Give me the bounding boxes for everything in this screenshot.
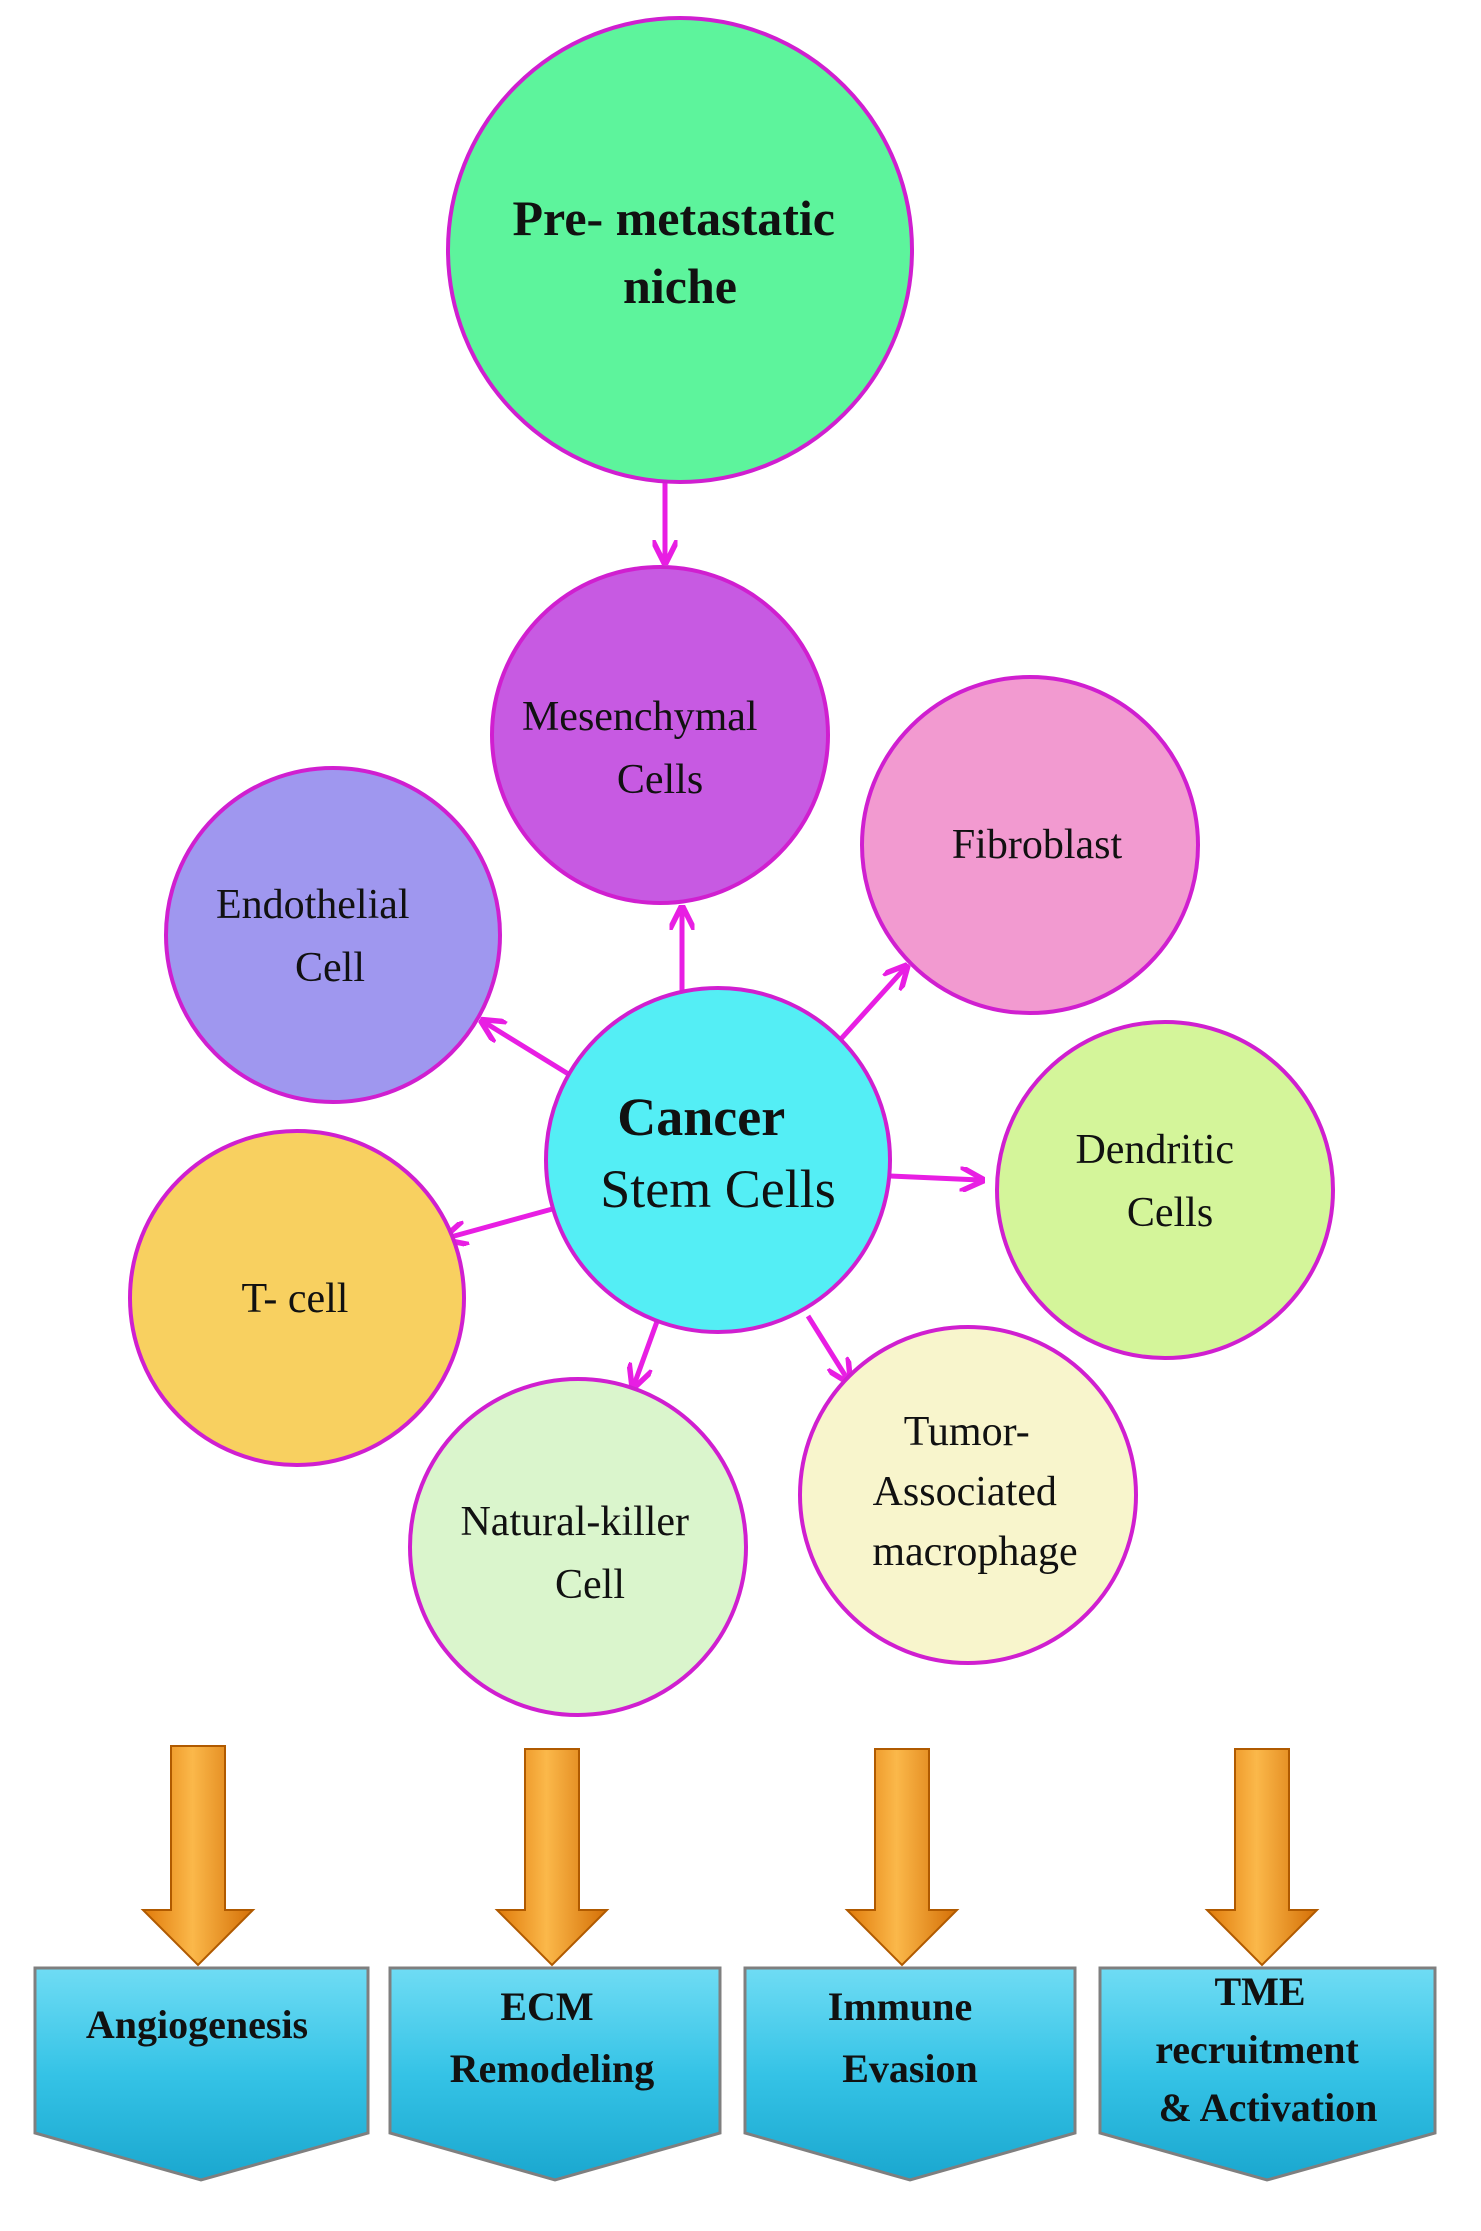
node-dendritic-cells: Dendritic Cells [995, 1020, 1335, 1360]
node-circle [860, 675, 1200, 1015]
node-circle [798, 1325, 1138, 1665]
node-t-cell: T- cell [128, 1129, 466, 1467]
outcome-label-angiogenesis: Angiogenesis [86, 2002, 308, 2047]
node-label: Pre- metastatic niche [512, 190, 847, 314]
node-label: Endothelial Cell [216, 882, 420, 991]
node-mesenchymal-cells: Mesenchymal Cells [490, 565, 830, 905]
node-label: Dendritic Cells [1075, 1127, 1244, 1236]
down-arrows [140, 1745, 1320, 1967]
outcome-labels: Angiogenesis ECM Remodeling Immune Evasi… [86, 1969, 1378, 2130]
outcome-box-angiogenesis [33, 1966, 370, 2182]
arrow-cancer-to-nkcell [634, 1315, 662, 1385]
down-arrow-ecm [494, 1748, 610, 1967]
arrow-cancer-to-endothelial [484, 1022, 572, 1078]
down-arrow-angiogenesis [140, 1745, 256, 1967]
outcome-box-ecm [388, 1966, 722, 2182]
node-natural-killer-cell: Natural-killer Cell [408, 1377, 748, 1717]
node-tumor-associated-macrophage: Tumor- Associated macrophage [798, 1325, 1138, 1665]
node-label: Fibroblast [952, 822, 1123, 868]
node-circle [164, 766, 502, 1104]
down-arrow-immune [844, 1748, 960, 1967]
node-label: Natural-killer Cell [460, 1499, 699, 1608]
outcome-label-tme: TME recruitment & Activation [1155, 1969, 1377, 2130]
outcome-boxes [33, 1966, 1437, 2182]
node-circle [490, 565, 830, 905]
connector-arrows [447, 455, 980, 1385]
arrow-cancer-to-fibroblast [838, 968, 905, 1042]
down-arrow-tme [1204, 1748, 1320, 1967]
node-cancer-stem-cells: Cancer Stem Cells [544, 986, 892, 1334]
outcome-box-tme [1098, 1966, 1437, 2182]
node-label: Tumor- Associated macrophage [872, 1409, 1077, 1575]
node-circle [544, 986, 892, 1334]
outcome-label-immune: Immune Evasion [828, 1984, 982, 2091]
arrow-cancer-to-tcell [447, 1205, 557, 1238]
node-premetastatic-niche: Pre- metastatic niche [446, 16, 914, 484]
outcome-label-ecm: ECM Remodeling [450, 1984, 654, 2091]
node-circle [408, 1377, 748, 1717]
node-label: Mesenchymal Cells [522, 694, 768, 803]
node-label: T- cell [242, 1276, 349, 1322]
node-circle [995, 1020, 1335, 1360]
node-label: Cancer Stem Cells [600, 1087, 836, 1219]
arrow-cancer-to-tam [805, 1314, 848, 1380]
node-circle [128, 1129, 466, 1467]
node-endothelial-cell: Endothelial Cell [164, 766, 502, 1104]
node-circle [446, 16, 914, 484]
outcome-box-immune [743, 1966, 1077, 2182]
node-fibroblast: Fibroblast [860, 675, 1200, 1015]
arrow-cancer-to-dendritic [889, 1176, 980, 1180]
